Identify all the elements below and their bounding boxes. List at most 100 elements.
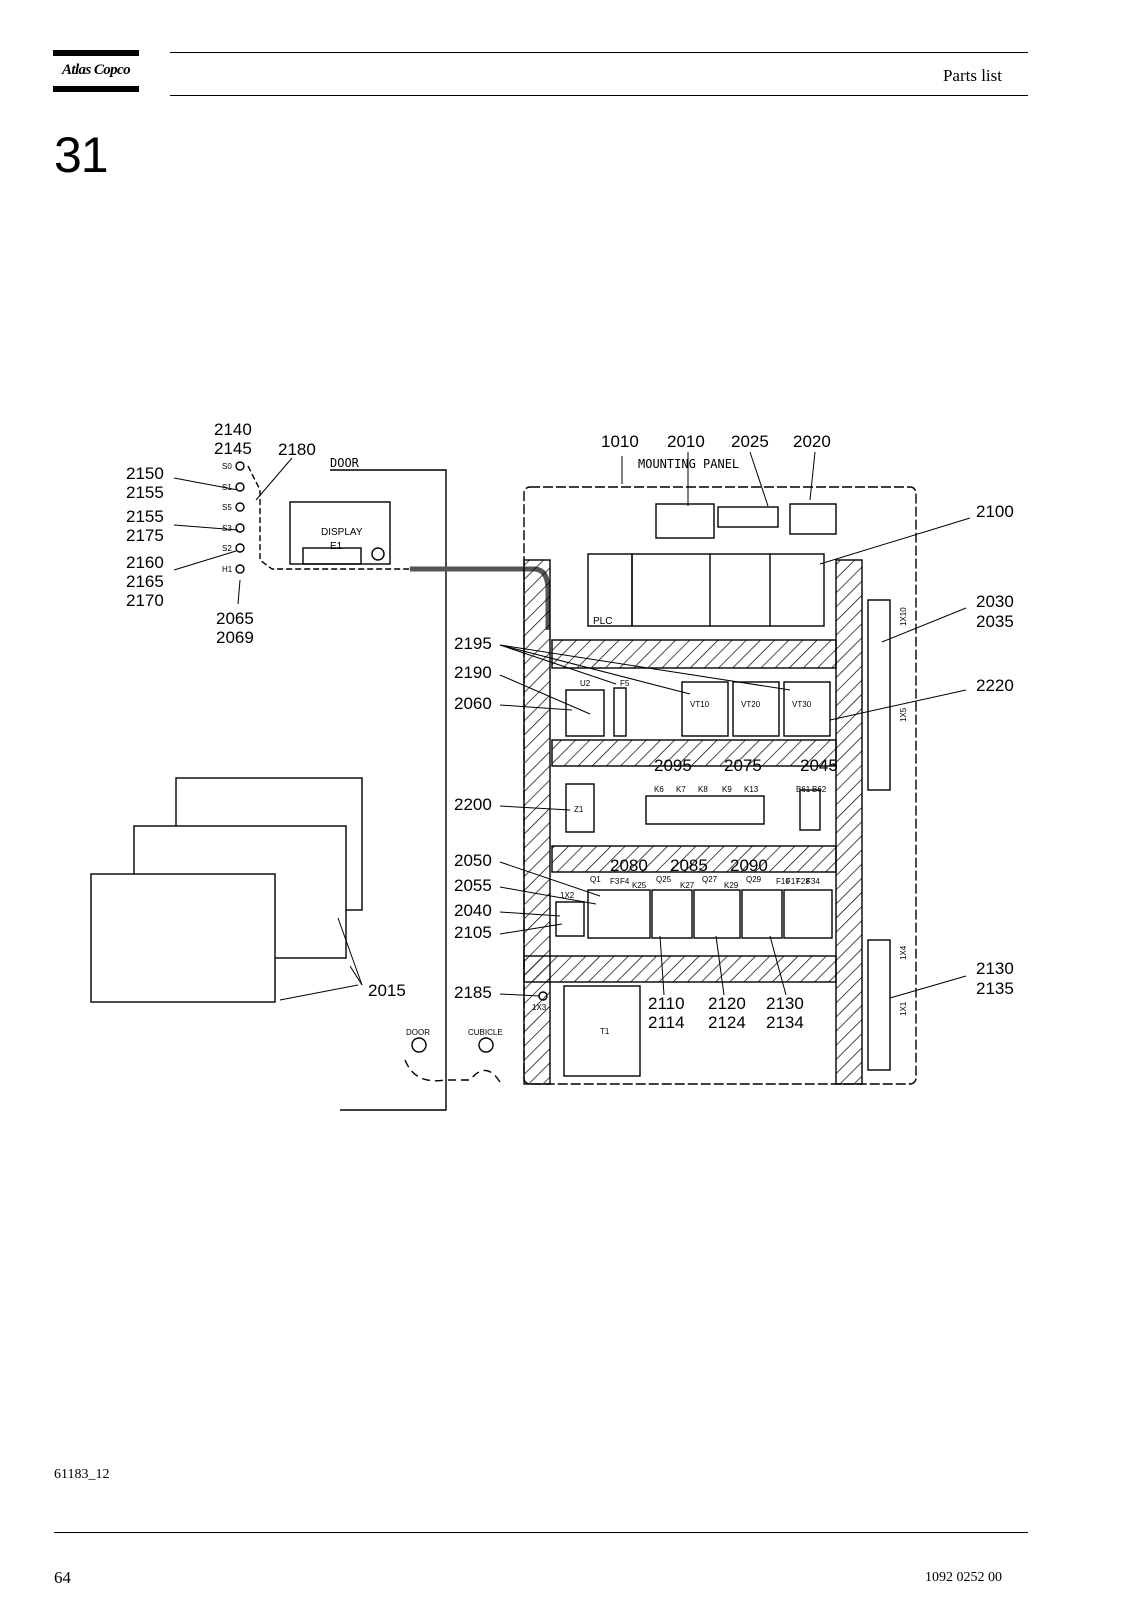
part-2150: 2150 <box>126 464 164 483</box>
cubicle-earth <box>478 1037 494 1053</box>
label-z1: Z1 <box>574 805 584 814</box>
f5-fuse <box>613 687 627 737</box>
label-vt20: VT20 <box>741 700 761 709</box>
terminal-strip-1x4-1x1 <box>867 939 891 1071</box>
part-2045: 2045 <box>800 756 838 775</box>
logo-bar-top <box>53 50 139 56</box>
part-1010: 1010 <box>601 432 639 451</box>
part-2110: 2110 <box>648 994 685 1013</box>
k27-contactor <box>741 889 783 939</box>
label-f10: F10 <box>776 877 790 886</box>
part-2200: 2200 <box>454 795 492 814</box>
label-display: DISPLAY <box>321 527 363 538</box>
part-2170: 2170 <box>126 591 164 610</box>
label-vt30: VT30 <box>792 700 812 709</box>
document-number: 1092 0252 00 <box>925 1570 1002 1585</box>
part-2040: 2040 <box>454 901 492 920</box>
part-2100: 2100 <box>976 502 1014 521</box>
display-earth <box>371 547 385 561</box>
door-outline <box>330 469 447 1111</box>
label-vt10: VT10 <box>690 700 710 709</box>
label-b61: B61 <box>796 785 811 794</box>
part-2155-b: 2155 <box>126 507 164 526</box>
label-1x1: 1X1 <box>899 1001 908 1016</box>
section-number: 31 <box>54 127 109 183</box>
label-k8: K8 <box>698 785 708 794</box>
drawing-sheet-1 <box>90 873 276 1003</box>
label-1x10: 1X10 <box>899 607 908 626</box>
q25-breaker <box>693 889 741 939</box>
part-2145: 2145 <box>214 439 252 458</box>
part-2015: 2015 <box>368 981 406 1000</box>
label-k13: K13 <box>744 785 759 794</box>
plc-label-plate <box>655 503 715 539</box>
label-b62: B62 <box>812 785 827 794</box>
part-2025: 2025 <box>731 432 769 451</box>
terminal-1x2 <box>555 901 585 937</box>
part-2130-a: 2130 <box>766 994 804 1013</box>
label-q25: Q25 <box>656 875 672 884</box>
part-2114: 2114 <box>648 1013 685 1032</box>
part-2060: 2060 <box>454 694 492 713</box>
part-2134: 2134 <box>766 1013 804 1032</box>
label-f34: F34 <box>806 877 820 886</box>
part-2135: 2135 <box>976 979 1014 998</box>
rail-4 <box>523 955 837 983</box>
part-2220: 2220 <box>976 676 1014 695</box>
logo-bar-bottom <box>53 86 139 92</box>
label-mounting-panel: MOUNTING PANEL <box>638 457 739 471</box>
part-2155-a: 2155 <box>126 483 164 502</box>
part-2075: 2075 <box>724 756 762 775</box>
fuse-group <box>783 889 833 939</box>
vt20-module <box>732 681 780 737</box>
part-2130-b: 2130 <box>976 959 1014 978</box>
label-1x5: 1X5 <box>899 707 908 722</box>
label-s5: S5 <box>222 503 232 512</box>
k25-contactor <box>651 889 693 939</box>
label-q29: Q29 <box>746 875 762 884</box>
part-2080: 2080 <box>610 856 648 875</box>
label-k27: K27 <box>680 881 695 890</box>
label-k7: K7 <box>676 785 686 794</box>
label-q1: Q1 <box>590 875 601 884</box>
part-2095: 2095 <box>654 756 692 775</box>
part-2050: 2050 <box>454 851 492 870</box>
part-2085: 2085 <box>670 856 708 875</box>
part-2120: 2120 <box>708 994 746 1013</box>
part-2090: 2090 <box>730 856 768 875</box>
label-f3: F3 <box>610 877 620 886</box>
label-1x3: 1X3 <box>532 1003 547 1012</box>
z1-filter <box>565 783 595 833</box>
left-duct <box>523 559 551 1085</box>
part-2185: 2185 <box>454 983 492 1002</box>
label-plc: PLC <box>593 616 612 627</box>
rail-3 <box>551 845 837 873</box>
part-2140: 2140 <box>214 420 252 439</box>
relay-block <box>645 795 765 825</box>
label-u2: U2 <box>580 679 591 688</box>
label-k25: K25 <box>632 881 647 890</box>
part-2195: 2195 <box>454 634 492 653</box>
header-rule-top <box>170 52 1028 53</box>
label-cubicle: CUBICLE <box>468 1028 503 1037</box>
part-2160: 2160 <box>126 553 164 572</box>
part-2035: 2035 <box>976 612 1014 631</box>
label-door-top: DOOR <box>330 456 360 470</box>
logo-text: Atlas Copco <box>62 62 131 78</box>
part-2010: 2010 <box>667 432 705 451</box>
terminal-strip-1x10-1x5 <box>867 599 891 791</box>
label-h1: H1 <box>222 565 233 574</box>
part-2180: 2180 <box>278 440 316 459</box>
rail-2 <box>551 739 837 767</box>
part-2055: 2055 <box>454 876 492 895</box>
part-2165: 2165 <box>126 572 164 591</box>
label-f17: F17 <box>786 877 800 886</box>
label-f5: F5 <box>620 679 630 688</box>
page-title: Parts list <box>942 66 1002 85</box>
part-2069: 2069 <box>216 628 254 647</box>
label-1x2: 1X2 <box>560 891 575 900</box>
rail-1 <box>551 639 837 669</box>
label-k29: K29 <box>724 881 739 890</box>
label-s3: S3 <box>222 524 232 533</box>
